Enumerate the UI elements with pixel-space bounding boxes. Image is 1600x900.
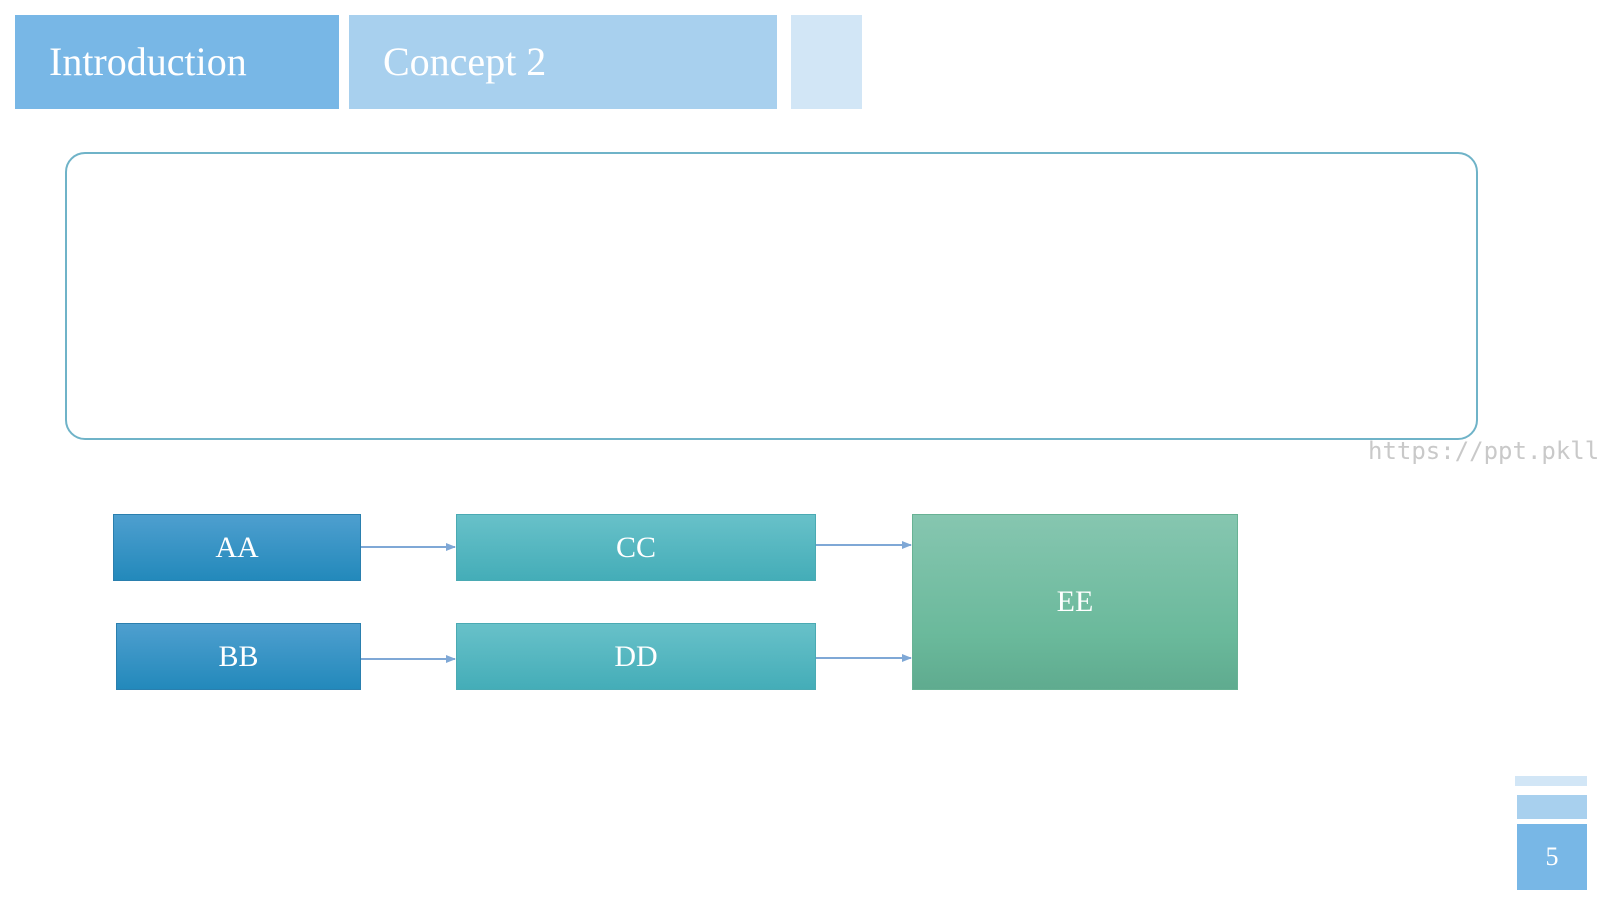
node-aa: AA: [113, 514, 361, 581]
page-number-bar-top: [1515, 776, 1587, 786]
page-number: 5: [1517, 824, 1587, 890]
content-frame: [65, 152, 1478, 440]
watermark-text: https://ppt.pkll.de: [1368, 437, 1600, 465]
node-ee: EE: [912, 514, 1238, 690]
node-cc: CC: [456, 514, 816, 581]
tab-placeholder: [791, 15, 862, 109]
node-bb: BB: [116, 623, 361, 690]
tab-introduction[interactable]: Introduction: [15, 15, 339, 109]
page-number-bar-middle: [1517, 795, 1587, 819]
tab-concept-2[interactable]: Concept 2: [349, 15, 777, 109]
node-dd: DD: [456, 623, 816, 690]
